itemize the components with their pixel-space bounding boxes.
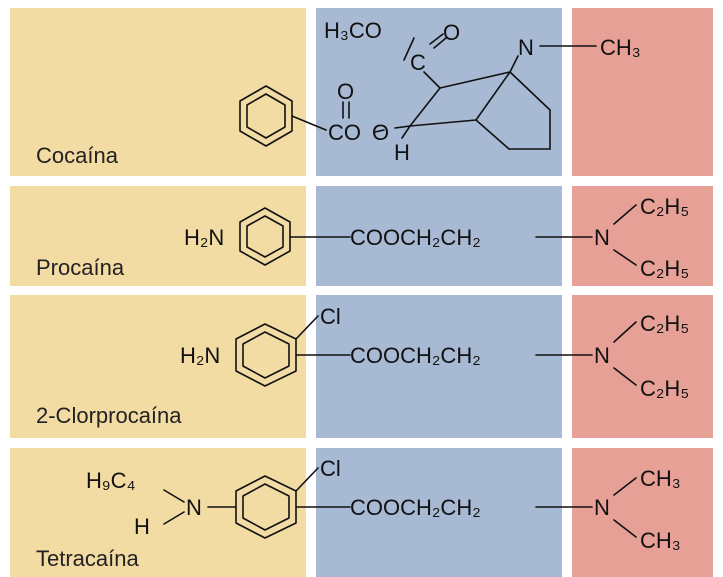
lipophilic-band bbox=[10, 448, 306, 577]
label-ch3-bottom-tetracaine: CH₃ bbox=[640, 528, 681, 553]
amine-band bbox=[572, 295, 713, 438]
label-h-tetracaine: H bbox=[134, 514, 150, 539]
label-o-carbonyl: O bbox=[337, 79, 354, 104]
label-h-cocaine: H bbox=[394, 140, 410, 165]
chain-band bbox=[316, 295, 562, 438]
label-chain-chloroprocaine: COOCH₂CH₂ bbox=[350, 343, 481, 368]
label-h2n-chloroprocaine: H₂N bbox=[180, 343, 220, 368]
label-h3co: H₃CO bbox=[324, 18, 382, 43]
amine-band bbox=[572, 8, 713, 176]
label-h9c4: H₉C₄ bbox=[86, 468, 135, 493]
benzene-inner-ring-chloroprocaine bbox=[242, 331, 290, 379]
drug-name-cocaine: Cocaína bbox=[36, 143, 118, 168]
label-n-procaine: N bbox=[594, 225, 610, 250]
label-o-ether: O bbox=[372, 120, 389, 145]
label-chain-procaine: COOCH₂CH₂ bbox=[350, 225, 481, 250]
label-ch3-cocaine: CH₃ bbox=[600, 35, 641, 60]
label-n-tetracaine: N bbox=[594, 495, 610, 520]
label-n-cocaine: N bbox=[518, 35, 534, 60]
label-c2h5-bottom-chloroprocaine: C₂H₅ bbox=[640, 376, 689, 401]
label-c2h5-top-procaine: C₂H₅ bbox=[640, 194, 689, 219]
drug-name-procaine: Procaína bbox=[36, 255, 125, 280]
label-c-ester: C bbox=[410, 50, 426, 75]
lipophilic-band bbox=[10, 186, 306, 286]
chain-band bbox=[316, 186, 562, 286]
label-cl-tetracaine: Cl bbox=[320, 456, 341, 481]
drug-name-chloroprocaine: 2-Clorprocaína bbox=[36, 403, 182, 428]
label-cl-chloroprocaine: Cl bbox=[320, 304, 341, 329]
benzene-ring-cocaine bbox=[239, 85, 293, 147]
amine-band bbox=[572, 448, 713, 577]
benzene-inner-ring-tetracaine bbox=[242, 483, 290, 531]
label-co: CO bbox=[328, 120, 361, 145]
benzene-ring-procaine bbox=[239, 207, 291, 266]
chain-band bbox=[316, 448, 562, 577]
label-o-ester: O bbox=[443, 20, 460, 45]
row-procaine: Procaína bbox=[10, 186, 713, 286]
benzene-inner-ring-procaine bbox=[246, 215, 284, 258]
label-n-amide-tetracaine: N bbox=[186, 495, 202, 520]
label-chain-tetracaine: COOCH₂CH₂ bbox=[350, 495, 481, 520]
label-c2h5-bottom-procaine: C₂H₅ bbox=[640, 256, 689, 281]
label-h2n-procaine: H₂N bbox=[184, 225, 224, 250]
drug-name-tetracaine: Tetracaína bbox=[36, 546, 139, 571]
label-c2h5-top-chloroprocaine: C₂H₅ bbox=[640, 311, 689, 336]
bonds bbox=[163, 33, 637, 539]
row-chloroprocaine: 2-Clorprocaína bbox=[10, 295, 713, 438]
row-tetracaine: Tetracaína bbox=[10, 448, 713, 577]
benzene-inner-ring-cocaine bbox=[246, 93, 286, 139]
atom-labels: H₃CO O C O CO O H N CH₃ H₂N COOCH₂CH₂ N … bbox=[86, 18, 689, 553]
lipophilic-band bbox=[10, 295, 306, 438]
label-ch3-top-tetracaine: CH₃ bbox=[640, 466, 681, 491]
chain-band bbox=[316, 8, 562, 176]
amine-band bbox=[572, 186, 713, 286]
label-n-chloroprocaine: N bbox=[594, 343, 610, 368]
